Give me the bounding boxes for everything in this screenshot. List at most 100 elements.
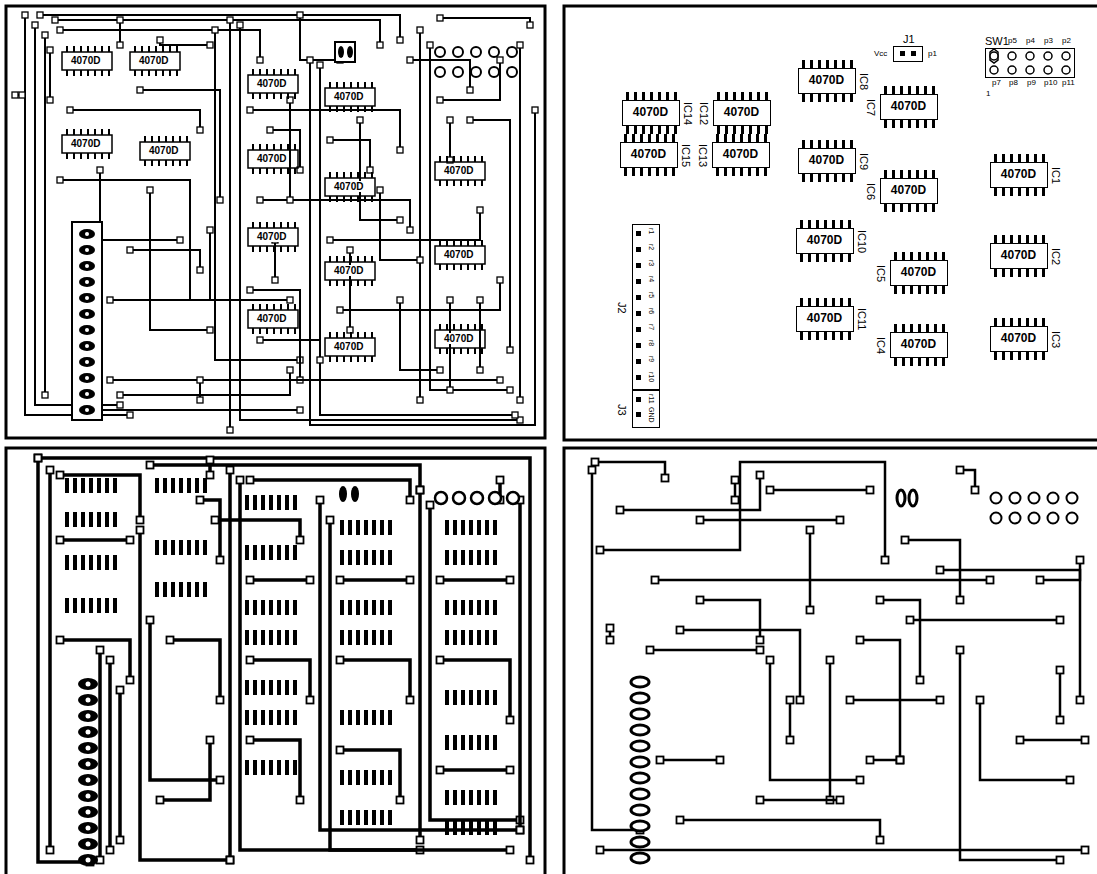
power-pads: [338, 46, 353, 58]
part-value: 4070D: [891, 100, 926, 113]
part-designator: IC1: [1050, 167, 1062, 184]
net-name: Vcc: [874, 50, 887, 59]
part-designator: IC4: [875, 337, 887, 354]
pin-name: r4: [647, 276, 655, 282]
part-value: 4070D: [807, 234, 842, 247]
part-value: 4070D: [256, 231, 287, 242]
pin-name: p8: [1009, 79, 1018, 88]
part-value: 4070D: [809, 154, 844, 167]
ic-footprint: 4070DIC7: [880, 94, 938, 120]
part-value: 4070D: [809, 74, 844, 87]
part-value: 4070D: [256, 78, 287, 89]
connector-outline: J2: [632, 224, 660, 390]
part-value: 4070D: [723, 148, 758, 161]
copper-traces: [38, 458, 530, 862]
part-value: 4070D: [138, 55, 169, 66]
part-value: 4070D: [70, 138, 101, 149]
part-designator: J1: [903, 33, 915, 45]
part-designator: IC8: [858, 73, 870, 90]
connector-pads: [631, 490, 917, 863]
part-designator: IC7: [865, 99, 877, 116]
pin-name: r2: [647, 244, 655, 250]
pin-name: r7: [647, 324, 655, 330]
part-value: 4070D: [891, 184, 926, 197]
connector-footprint: [72, 222, 102, 420]
part-value: 4070D: [443, 249, 474, 260]
part-designator: IC11: [856, 308, 868, 330]
part-value: 4070D: [333, 341, 364, 352]
part-value: 4070D: [148, 145, 179, 156]
ic-footprint: 4070DIC10: [796, 228, 854, 254]
part-value: 4070D: [724, 106, 759, 119]
ic-outline: [62, 52, 485, 356]
part-value: 4070D: [1001, 332, 1036, 345]
pin-name: p9: [1027, 79, 1036, 88]
pin-name: p7: [992, 79, 1001, 88]
connector-outline: J3: [632, 390, 660, 428]
pin-name: r8: [647, 340, 655, 346]
connector-outline: J1: [893, 46, 923, 62]
pin-name: p10: [1044, 79, 1057, 88]
pin-name: p2: [1062, 37, 1071, 46]
ic-footprint: 4070DIC2: [990, 243, 1048, 269]
pin-name: p5: [1008, 37, 1017, 46]
pin-name: p1: [928, 50, 937, 59]
part-designator: IC15: [680, 144, 692, 167]
ic-footprint: 4070DIC5: [890, 260, 948, 286]
part-value: 4070D: [1001, 249, 1036, 262]
ic-footprint: 4070DIC14: [622, 100, 680, 126]
part-value: 4070D: [807, 312, 842, 325]
part-value: 4070D: [443, 333, 474, 344]
ic-pins: [66, 46, 483, 362]
connector-pads: [78, 486, 519, 866]
part-value: 4070D: [333, 265, 364, 276]
ic-footprint: 4070DIC4: [890, 332, 948, 358]
switch-pads: [990, 49, 1070, 74]
part-value: 4070D: [443, 165, 474, 176]
copper-traces: [592, 462, 1085, 860]
pin-number: 1: [986, 90, 990, 99]
ic-pins: [624, 60, 1045, 366]
switch-pads: [991, 493, 1078, 524]
pin-name: r10: [647, 372, 655, 382]
pin-name: r9: [647, 356, 655, 362]
part-value: 4070D: [70, 55, 101, 66]
ic-footprint: 4070DIC12: [713, 100, 771, 126]
part-designator: IC12: [698, 102, 710, 125]
ic-footprint: 4070DIC3: [990, 326, 1048, 352]
ic-footprint: 4070DIC1: [990, 162, 1048, 188]
part-designator: SW1: [985, 35, 1009, 47]
part-value: 4070D: [901, 338, 936, 351]
part-designator: IC14: [682, 102, 694, 125]
part-value: 4070D: [901, 266, 936, 279]
pin-name: r11: [647, 394, 655, 404]
ic-pads: [65, 478, 497, 835]
ic-footprint: 4070DIC8: [798, 68, 856, 94]
pin-name: r5: [647, 292, 655, 298]
part-value: 4070D: [256, 313, 287, 324]
part-value: 4070D: [631, 148, 666, 161]
ic-footprint: 4070DIC9: [798, 148, 856, 174]
pin-name: r3: [647, 260, 655, 266]
part-value: 4070D: [633, 106, 668, 119]
ic-footprint: 4070DIC11: [796, 306, 854, 332]
pin-name: GND: [647, 407, 655, 423]
connector-outline: SW1: [985, 48, 1075, 78]
part-value: 4070D: [333, 181, 364, 192]
pin-name: p3: [1044, 37, 1053, 46]
panel-frame: [6, 6, 1097, 874]
ic-footprint: 4070DIC13: [712, 142, 770, 168]
part-value: 4070D: [333, 91, 364, 102]
part-designator: IC10: [856, 230, 868, 253]
switch-pads: [335, 42, 517, 77]
pin-name: p11: [1062, 79, 1075, 88]
part-designator: IC9: [858, 153, 870, 170]
pin-name: r1: [647, 228, 655, 234]
part-designator: IC2: [1050, 248, 1062, 265]
part-value: 4070D: [256, 153, 287, 164]
part-designator: IC6: [865, 183, 877, 200]
pin-name: r6: [647, 308, 655, 314]
part-designator: IC5: [875, 265, 887, 282]
